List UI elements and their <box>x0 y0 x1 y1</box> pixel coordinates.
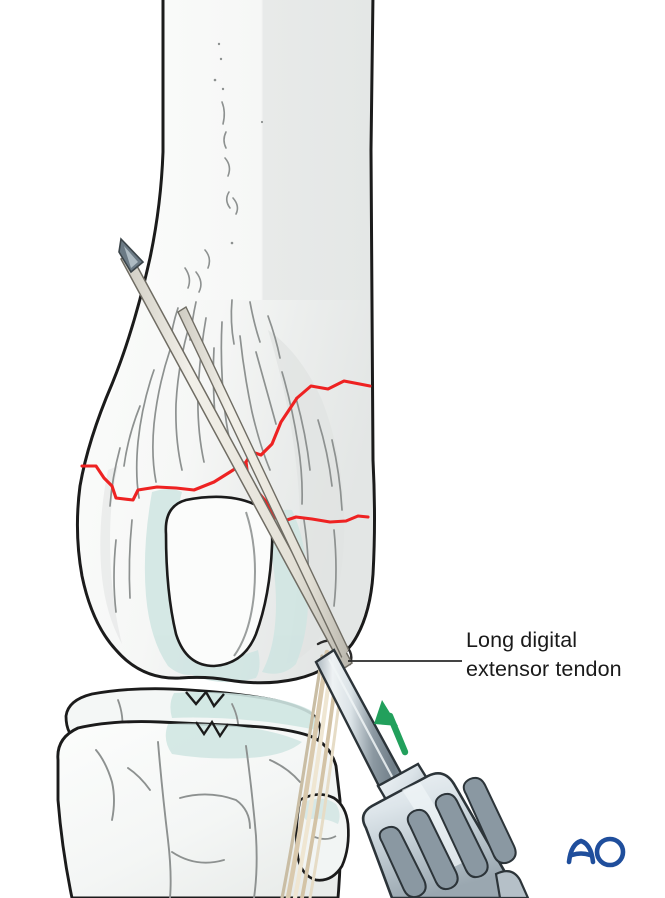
tibial-cartilage <box>165 723 302 759</box>
fracture-line-medial <box>80 461 246 502</box>
fossa-inner-line <box>233 511 256 657</box>
tendon-label-line2: extensor tendon <box>466 656 622 681</box>
femoral-shaft <box>141 0 372 300</box>
shaft-texture-marks <box>184 42 264 293</box>
femur <box>75 0 376 685</box>
insertion-direction-arrow <box>374 700 409 756</box>
ao-foundation-logo <box>566 836 626 868</box>
condyle-shading <box>268 330 345 664</box>
medial-shading <box>100 466 122 644</box>
femur-outline <box>75 0 376 685</box>
power-drill <box>314 648 530 898</box>
chuck-flutes <box>378 776 517 898</box>
tendon-label-line1: Long digital <box>466 628 578 652</box>
intercondylar-fossa <box>164 495 274 668</box>
tendon-label: Long digital extensor tendon <box>466 626 665 683</box>
kirschner-wire <box>118 237 353 671</box>
tibial-plateau <box>56 720 343 898</box>
